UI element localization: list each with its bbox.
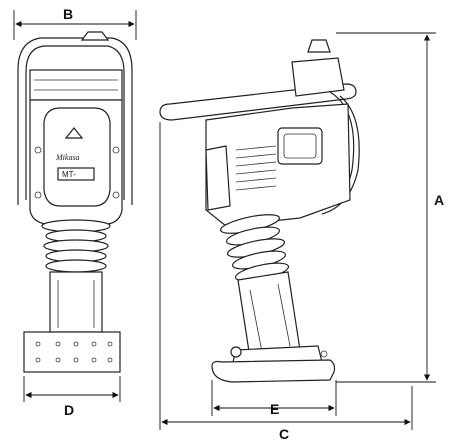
front-model-badge-text: MT- [62,170,76,179]
front-view: Mikasa MT- [17,31,133,373]
side-fuel-cap [307,39,331,53]
front-handle-frame-inner [25,45,125,200]
side-fuel-tank [291,57,345,97]
front-bellows [41,219,111,273]
front-fuel-tank [29,69,123,101]
front-foot-plate-holes [35,341,113,363]
front-foot-plate [23,331,121,373]
front-starter-cover [43,107,111,207]
side-view [159,39,360,383]
dimension-c-label: C [279,426,289,442]
front-fuel-cap [80,31,110,41]
front-leg-shaft [49,271,103,333]
side-recoil-starter [205,145,231,211]
side-bellows [220,214,290,282]
dimension-b-label: B [63,6,73,22]
dimension-c: C [159,122,413,442]
front-logo-mark [64,127,84,139]
dimension-a-label: A [434,192,444,208]
side-foot-hook [230,346,242,358]
front-model-badge [57,167,95,181]
front-brand-logo: Mikasa [55,153,80,162]
dimension-e: E [211,380,337,417]
dimension-a: A [336,32,444,383]
side-foot-plate [211,359,336,383]
side-engine-fins [235,145,277,191]
front-handle-frame [17,37,133,205]
dimension-e-label: E [270,401,279,417]
side-leg [237,271,301,359]
dimension-d: D [23,376,121,418]
dimension-b: B [13,6,137,40]
dimension-d-label: D [64,402,74,418]
side-air-cleaner [277,127,323,165]
